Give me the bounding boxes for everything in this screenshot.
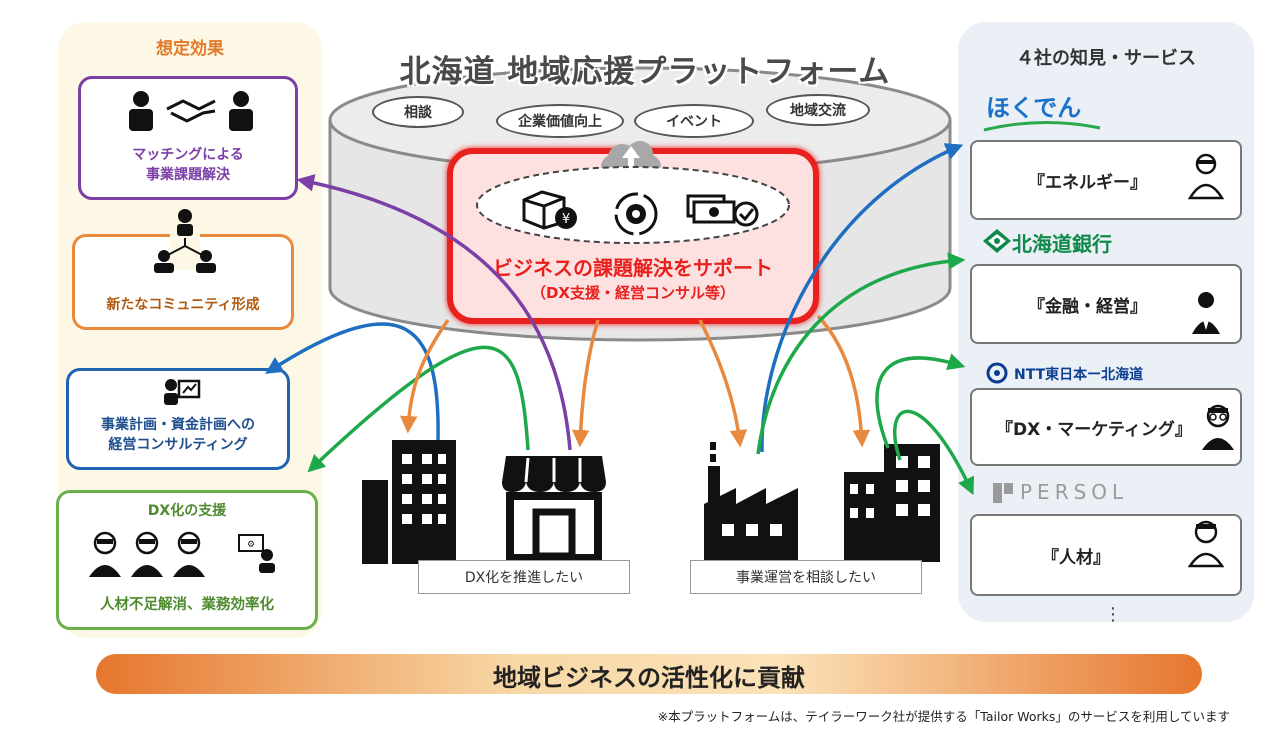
effect-consulting-line1: 事業計画・資金計画への xyxy=(101,417,255,433)
service-finance-label: 『金融・経営』 xyxy=(1028,296,1147,317)
company-energy: 『エネルギー』 xyxy=(970,140,1242,220)
effect-matching: マッチングによる 事業課題解決 xyxy=(78,76,298,200)
businessman-icon xyxy=(1192,292,1220,334)
effect-community-label: 新たなコミュニティ形成 xyxy=(106,297,260,313)
effect-dx-label: 人材不足解消、業務効率化 xyxy=(100,597,274,613)
bank-logo-icon xyxy=(983,229,1011,253)
office-building-icon xyxy=(362,440,456,564)
glasses-person-icon xyxy=(1202,404,1234,450)
remote-work-icon: ⚙ xyxy=(238,534,275,573)
staff-person-icon xyxy=(1188,520,1224,568)
effect-consulting: 事業計画・資金計画への 経営コンサルティング xyxy=(66,368,290,470)
box-yen-icon: ¥ xyxy=(522,190,577,230)
logo-hokkaido-bank: 北海道銀行 xyxy=(1012,232,1112,256)
company-dx-marketing: 『DX・マーケティング』 xyxy=(970,388,1242,466)
more-companies-marker: ⋮ xyxy=(1104,604,1122,625)
factory-icon xyxy=(704,442,798,560)
services-heading: ４社の知見・サービス xyxy=(1016,48,1196,69)
service-energy-label: 『エネルギー』 xyxy=(1028,172,1147,193)
need-dx: DX化を推進したい xyxy=(418,560,630,594)
service-hr-label: 『人材』 xyxy=(1042,547,1110,568)
feature-corporate-value: 企業価値向上 xyxy=(496,104,624,138)
hokuden-swoosh xyxy=(983,120,1101,132)
banner-text: 地域ビジネスの活性化に貢献 xyxy=(493,664,805,692)
ntt-logo-icon xyxy=(986,362,1008,384)
platform-title: 北海道 地域応援プラットフォーム xyxy=(399,54,891,90)
support-main-text: ビジネスの課題解決をサポート xyxy=(493,256,773,280)
footnote: ※本プラットフォームは、テイラーワーク社が提供する「Tailor Works」の… xyxy=(657,709,1230,724)
logo-persol: PERSOL xyxy=(1020,480,1129,504)
shop-icon xyxy=(502,456,606,560)
svg-text:⚙: ⚙ xyxy=(247,540,255,550)
logo-hokuden: ほくでん xyxy=(986,94,1082,122)
gear-cycle-icon xyxy=(614,192,658,236)
effects-heading: 想定効果 xyxy=(156,39,224,59)
persol-logo-icon xyxy=(993,483,1013,503)
money-check-icon xyxy=(686,194,759,227)
person-icon xyxy=(1188,153,1224,200)
effect-consulting-line2: 経営コンサルティング xyxy=(108,437,248,453)
team-icon xyxy=(89,531,205,577)
support-sub-text: （DX支援・経営コンサル等） xyxy=(530,284,736,302)
logo-ntt-east: NTT東日本ー北海道 xyxy=(1014,367,1144,383)
effect-dx-heading: DX化の支援 xyxy=(147,503,227,519)
effect-matching-line1: マッチングによる xyxy=(132,147,244,163)
feature-event: イベント xyxy=(634,104,754,138)
effect-matching-line2: 事業課題解決 xyxy=(146,167,230,183)
presentation-icon xyxy=(164,379,201,405)
handshake-people-icon xyxy=(129,91,253,131)
effect-dx-support: DX化の支援 ⚙ 人材不足解消、業務効率化 xyxy=(56,490,318,630)
svg-text:¥: ¥ xyxy=(562,212,570,227)
need-management: 事業運営を相談したい xyxy=(690,560,922,594)
company-building-icon xyxy=(844,444,940,562)
effect-community: 新たなコミュニティ形成 xyxy=(72,234,294,330)
community-network-icon xyxy=(154,209,216,273)
contribution-banner xyxy=(96,654,1202,694)
feature-consult: 相談 xyxy=(372,96,464,128)
service-dx-label: 『DX・マーケティング』 xyxy=(996,419,1192,440)
feature-regional-exchange: 地域交流 xyxy=(766,94,870,126)
